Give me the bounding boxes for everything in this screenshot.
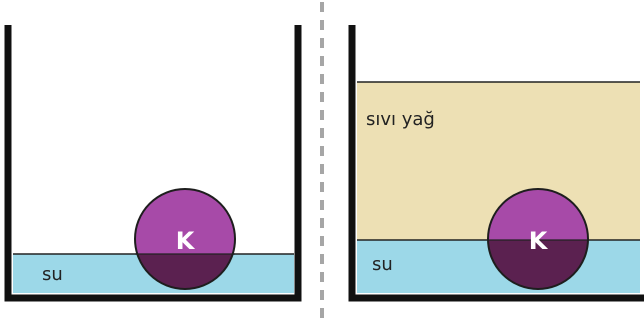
left-water-label: su: [42, 264, 63, 285]
right-water-label: su: [372, 254, 393, 275]
left-container-walls: [4, 25, 302, 302]
right-ball-label: K: [529, 227, 549, 255]
left-ball-outline: [134, 188, 236, 290]
right-container: K sıvı yağ su: [348, 25, 644, 302]
right-container-walls: [348, 25, 644, 302]
right-ball-outline: [487, 188, 589, 290]
left-container: K su: [4, 25, 302, 302]
left-ball-label: K: [176, 227, 196, 255]
right-oil-label: sıvı yağ: [366, 109, 435, 130]
